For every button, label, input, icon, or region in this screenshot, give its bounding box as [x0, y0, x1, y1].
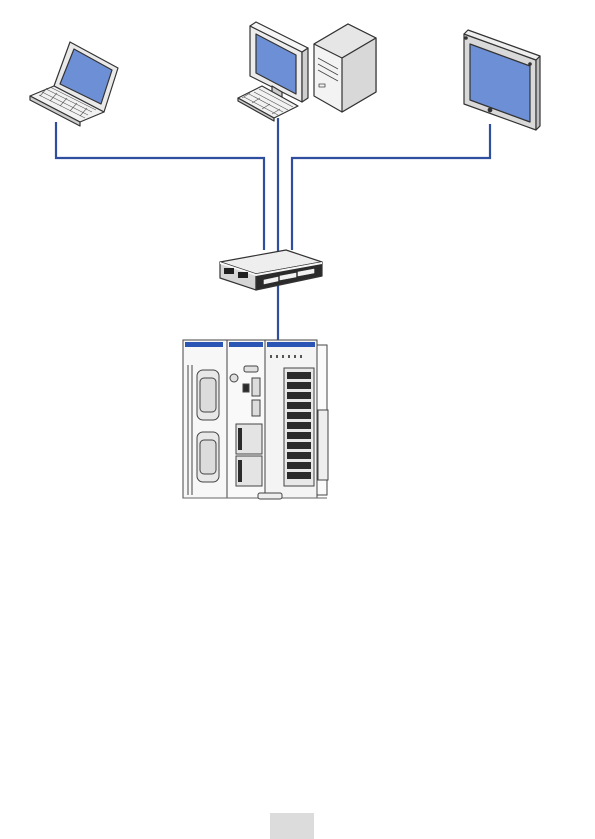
laptop-icon [30, 42, 118, 126]
page-number-tab [270, 813, 314, 839]
desktop-computer-icon [238, 22, 376, 121]
touch-panel-icon [464, 30, 540, 130]
cable-laptop-switch [56, 122, 264, 250]
ethernet-switch-icon [220, 250, 322, 290]
cable-hmi-switch [292, 124, 490, 250]
plc-controller-icon [183, 340, 328, 499]
